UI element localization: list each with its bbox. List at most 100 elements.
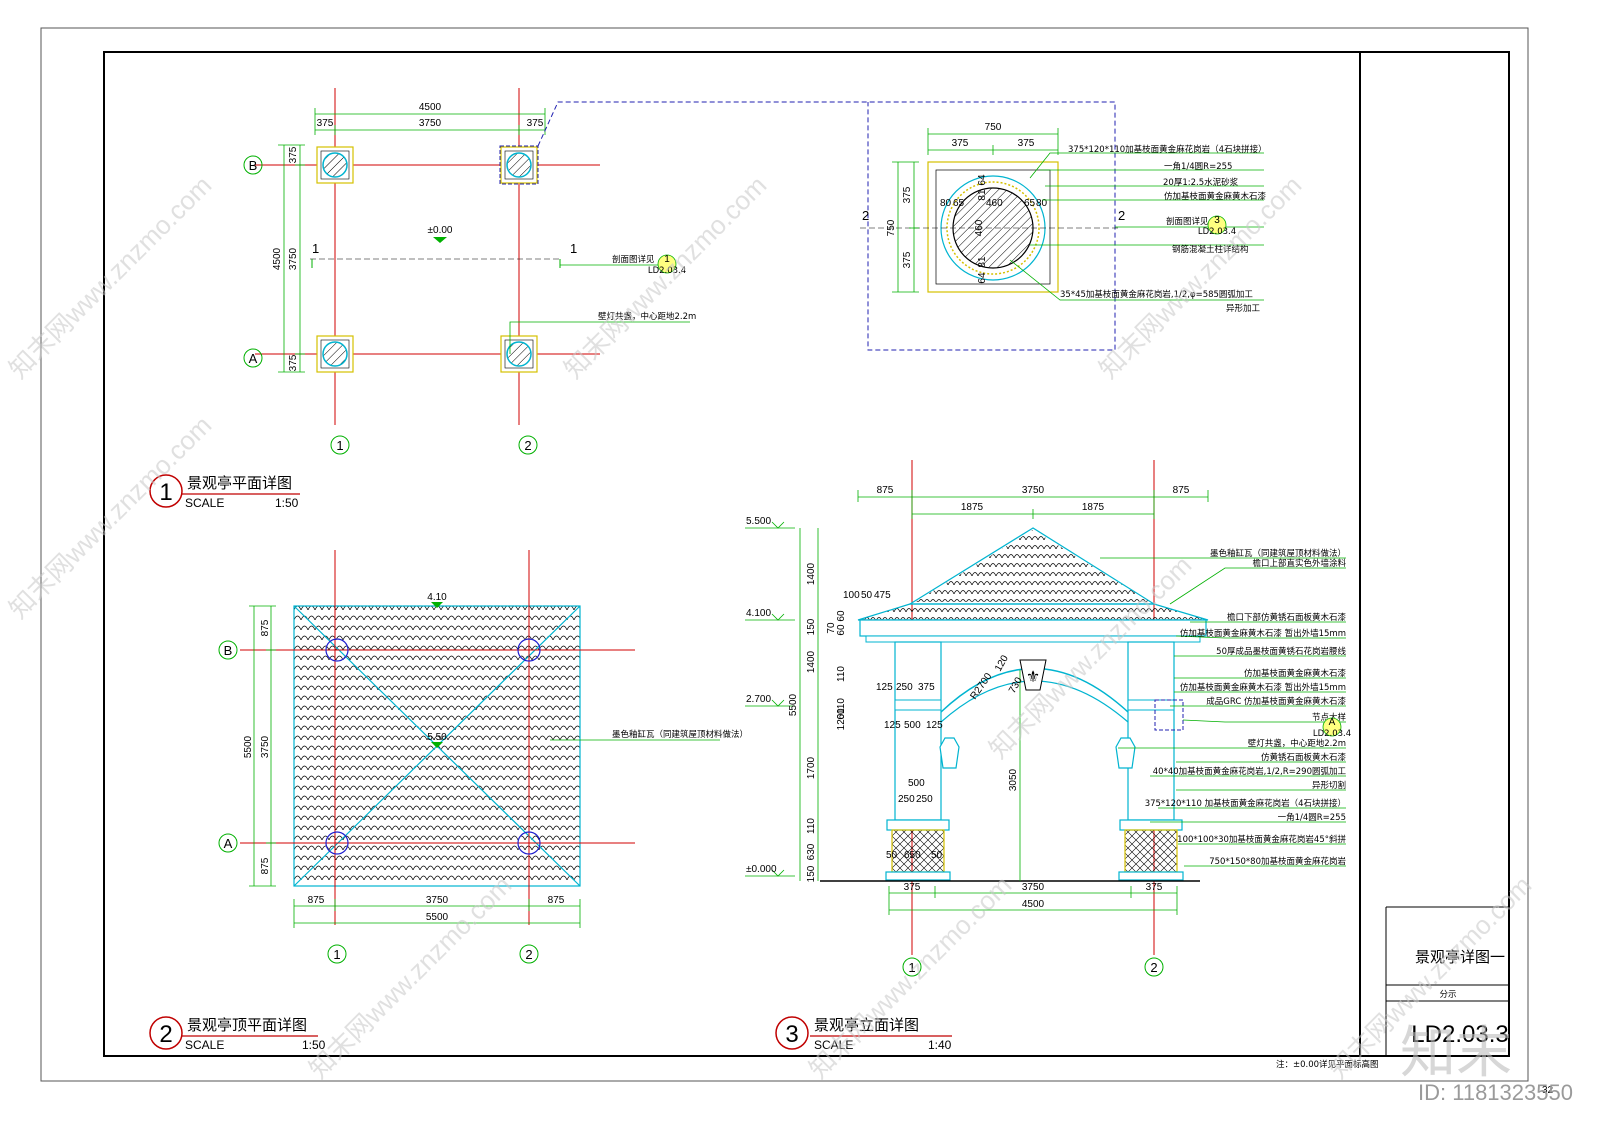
elev-note-3: 檐口下部仿黄锈石面板黄木石漆 xyxy=(1227,612,1347,623)
elev-dim-m2: 60 xyxy=(836,610,847,622)
elev-dim-s12: 250 xyxy=(916,794,933,805)
plan-column-plinth xyxy=(320,150,350,180)
elev-dim-arch-1: 120 xyxy=(993,653,1011,673)
roof-dim-left-span: 3750 xyxy=(260,735,271,758)
detail-note-3: 20厚1:2.5水泥砂浆 xyxy=(1163,177,1239,188)
detail-dim-inner-2: 65 xyxy=(953,198,965,209)
plan-axis-1: 1 xyxy=(336,438,343,453)
elev-note-2: 檐口上部直实色外墙涂料 xyxy=(1252,558,1346,569)
watermark-2: 知末网www.znzmo.com xyxy=(558,170,772,384)
svg-text:⚜: ⚜ xyxy=(1026,667,1040,686)
elev-dim-h7: 150 xyxy=(806,865,817,882)
roof-dim-left-overall: 5500 xyxy=(243,735,254,758)
column-detail-view: 2 2 750 375 375 750 375 375 80 65 460 65… xyxy=(860,122,1267,314)
elev-scale: 1:40 xyxy=(928,1038,952,1052)
footnote: 注：±0.00详见平面标高图 xyxy=(1276,1059,1379,1070)
detail-dim-inner-10: 64 xyxy=(977,272,988,284)
roof-level-edge: 4.10 xyxy=(427,592,447,603)
watermark-6: 知末网www.znzmo.com xyxy=(803,870,1017,1084)
title-block-sheet-no: LD2.03.3 xyxy=(1411,1021,1508,1048)
roof-view-title: 景观亭顶平面详图 xyxy=(187,1016,307,1034)
elev-dim-s4: 125 xyxy=(876,682,893,693)
elev-level-4: ±0.000 xyxy=(746,864,777,875)
elev-dim-m5: 110 xyxy=(836,698,847,714)
elev-axis-1: 1 xyxy=(908,960,915,975)
elev-note-9: 节点大样 xyxy=(1312,712,1347,723)
elev-dim-top-1: 875 xyxy=(877,485,894,496)
plan-dim-left-top: 375 xyxy=(288,146,299,163)
elev-dim-m6: 60 xyxy=(836,708,847,720)
detail-dim-inner-7: 81 xyxy=(977,189,988,201)
elev-note-6: 仿加基枝面黄金麻黄木石漆 xyxy=(1244,668,1347,679)
plan-column xyxy=(506,152,532,178)
elev-dim-h6: 630 xyxy=(806,843,817,860)
elev-dim-s8: 500 xyxy=(904,720,921,731)
detail-dim-top-right: 375 xyxy=(1018,138,1035,149)
elev-note-7: 仿加基枝面黄金麻黄木石漆 暂出外墙15mm xyxy=(1180,682,1346,693)
detail-note-2: 一角1/4圆R=255 xyxy=(1164,161,1232,172)
plan-column-plinth xyxy=(504,150,534,180)
roof-view-number: 2 xyxy=(159,1021,172,1048)
elev-dim-s9: 125 xyxy=(926,720,943,731)
detail-dim-inner-1: 80 xyxy=(940,198,952,209)
elev-dim-arch-2: 730 xyxy=(1007,675,1025,695)
elev-dim-arch-height: 3050 xyxy=(1008,768,1019,791)
elev-dim-h3: 1400 xyxy=(806,650,817,673)
elev-dim-s14: 650 xyxy=(904,850,921,861)
detail-dim-left-overall: 750 xyxy=(886,219,897,236)
roof-scale: 1:50 xyxy=(302,1038,326,1052)
plan-dim-right: 375 xyxy=(527,118,544,129)
title-block-sub-label: 分示 xyxy=(1439,990,1456,1000)
elev-dim-bottom-3: 375 xyxy=(1146,882,1163,893)
detail-dim-inner-8: 460 xyxy=(974,219,985,236)
elev-dim-m4: 110 xyxy=(836,666,847,682)
detail-note-7: 35*45加基枝面黄金麻花岗岩,1/2,φ=585圆弧加工 xyxy=(1060,289,1253,300)
plan-column-plinth xyxy=(504,339,534,369)
elev-dim-s2: 50 xyxy=(861,590,873,601)
plan-column xyxy=(322,152,348,178)
elev-dim-radius: R2700 xyxy=(968,671,994,702)
elev-dim-h1: 1400 xyxy=(806,562,817,585)
elev-level-3: 2.700 xyxy=(746,694,771,705)
elev-note-leader xyxy=(1169,567,1346,605)
detail-dim-left-top: 375 xyxy=(902,186,913,203)
detail-section-mark-left: 2 xyxy=(862,208,869,223)
plan-axis-B: B xyxy=(249,158,258,173)
elev-dim-top-3: 875 xyxy=(1173,485,1190,496)
elev-dim-s6: 375 xyxy=(918,682,935,693)
elevation-view: ⚜ 5.500 4.100 2.700 ±0.000 xyxy=(745,460,1351,1052)
plan-dim-left-overall: 4500 xyxy=(272,247,283,270)
elev-dim-s13: 50 xyxy=(886,850,898,861)
detail-note-6: 钢筋混凝土柱详结构 xyxy=(1172,244,1249,255)
roof-scale-label: SCALE xyxy=(185,1038,224,1052)
plan-dim-overall: 4500 xyxy=(419,102,442,113)
title-block-page-no: 32 xyxy=(1542,1085,1554,1096)
elev-note-17: 750*150*80加基枝面黄金麻花岗岩 xyxy=(1209,856,1346,867)
watermark-logo: 知末 xyxy=(1400,1021,1512,1086)
detail-note-8: 异形加工 xyxy=(1226,303,1261,314)
detail-note-4: 仿加基枝面黄金麻黄木石漆 xyxy=(1164,191,1267,202)
roof-axis-A: A xyxy=(224,836,233,851)
plan-section-ref: 1 xyxy=(664,254,670,265)
elev-note-leader xyxy=(1182,719,1346,723)
elev-detail-sheet: LD2.03.4 xyxy=(1313,729,1351,739)
detail-dim-top-overall: 750 xyxy=(985,122,1002,133)
elev-level-2: 4.100 xyxy=(746,608,771,619)
plan-view: 4500 375 3750 375 4500 375 3750 375 ±0.0… xyxy=(149,88,1116,510)
elev-dim-overall-height: 5500 xyxy=(788,693,799,716)
elev-note-14: 375*120*110 加基枝面黄金麻花岗岩（4石块拼接） xyxy=(1145,798,1346,809)
plan-dim-left-span: 3750 xyxy=(288,247,299,270)
elev-note-12: 40*40加基枝面黄金麻花岗岩,1/2,R=290圆弧加工 xyxy=(1153,766,1347,777)
title-block: 景观亭详图一 分示 LD2.03.3 32 xyxy=(1385,906,1554,1096)
roof-axis-B: B xyxy=(224,643,233,658)
plan-note-light: 壁灯共盏，中心距地2.2m xyxy=(598,311,696,322)
elev-dim-top-5: 1875 xyxy=(1082,502,1105,513)
plan-dim-span: 3750 xyxy=(419,118,442,129)
plan-section-mark-left: 1 xyxy=(312,241,319,256)
plan-elevation: ±0.00 xyxy=(428,225,453,236)
elev-dim-top-2: 3750 xyxy=(1022,485,1045,496)
plan-axis-2: 2 xyxy=(524,438,531,453)
elev-dim-s7: 125 xyxy=(884,720,901,731)
plan-dim-left: 375 xyxy=(317,118,334,129)
detail-dim-inner-9: 81 xyxy=(977,256,988,268)
